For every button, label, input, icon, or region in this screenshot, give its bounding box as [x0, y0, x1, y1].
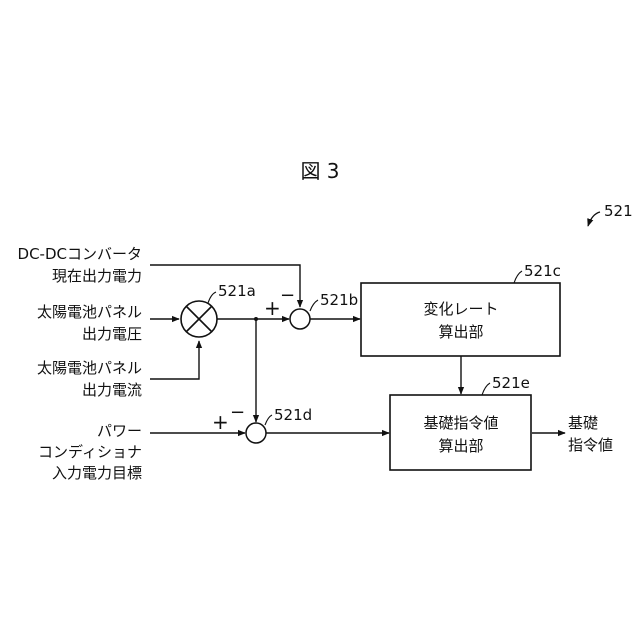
- input-pcs-target-line2: コンディショナ: [38, 443, 142, 461]
- figure-ref-leader: [588, 212, 600, 226]
- leader-521b: [310, 300, 318, 311]
- input-pv-current-line2: 出力電流: [82, 381, 142, 399]
- leader-521a: [208, 292, 216, 303]
- input-pv-voltage-line1: 太陽電池パネル: [37, 303, 142, 321]
- input-pv-voltage-line2: 出力電圧: [82, 325, 142, 343]
- input-pcs-target-line3: 入力電力目標: [52, 464, 142, 482]
- label-521d: 521d: [274, 406, 312, 424]
- leader-521d: [265, 415, 272, 425]
- figure-ref-label: 521: [604, 202, 633, 220]
- input-pcs-target-line1: パワー: [97, 422, 142, 440]
- block-base-command-line2: 算出部: [438, 437, 483, 455]
- label-521b: 521b: [320, 291, 358, 309]
- block-base-command: [390, 395, 531, 470]
- sign-plus-521b: +: [264, 296, 281, 320]
- block-change-rate-line1: 変化レート: [423, 300, 498, 318]
- input-dcdc-line1: DC-DCコンバータ: [18, 245, 142, 263]
- output-label-line1: 基礎: [568, 414, 598, 432]
- wire-pv-current-to-521a: [150, 341, 199, 379]
- figure-title: 図 3: [300, 159, 339, 183]
- branch-junction: [254, 317, 258, 321]
- multiplier-node: [181, 301, 217, 337]
- sign-minus-521b: −: [280, 285, 295, 306]
- input-dcdc-line2: 現在出力電力: [52, 267, 142, 285]
- label-521a: 521a: [218, 282, 256, 300]
- label-521e: 521e: [492, 374, 530, 392]
- sign-plus-521d: +: [212, 410, 229, 434]
- leader-521c: [514, 271, 522, 283]
- input-pv-current-line1: 太陽電池パネル: [37, 359, 142, 377]
- output-label-line2: 指令値: [568, 436, 613, 454]
- leader-521e: [482, 383, 490, 395]
- block-change-rate-line2: 算出部: [438, 323, 483, 341]
- block-base-command-line1: 基礎指令値: [423, 414, 498, 432]
- summing-junction-521b: [290, 309, 310, 329]
- block-change-rate: [361, 283, 560, 356]
- summing-junction-521d: [246, 423, 266, 443]
- sign-minus-521d: −: [230, 402, 245, 423]
- label-521c: 521c: [524, 262, 561, 280]
